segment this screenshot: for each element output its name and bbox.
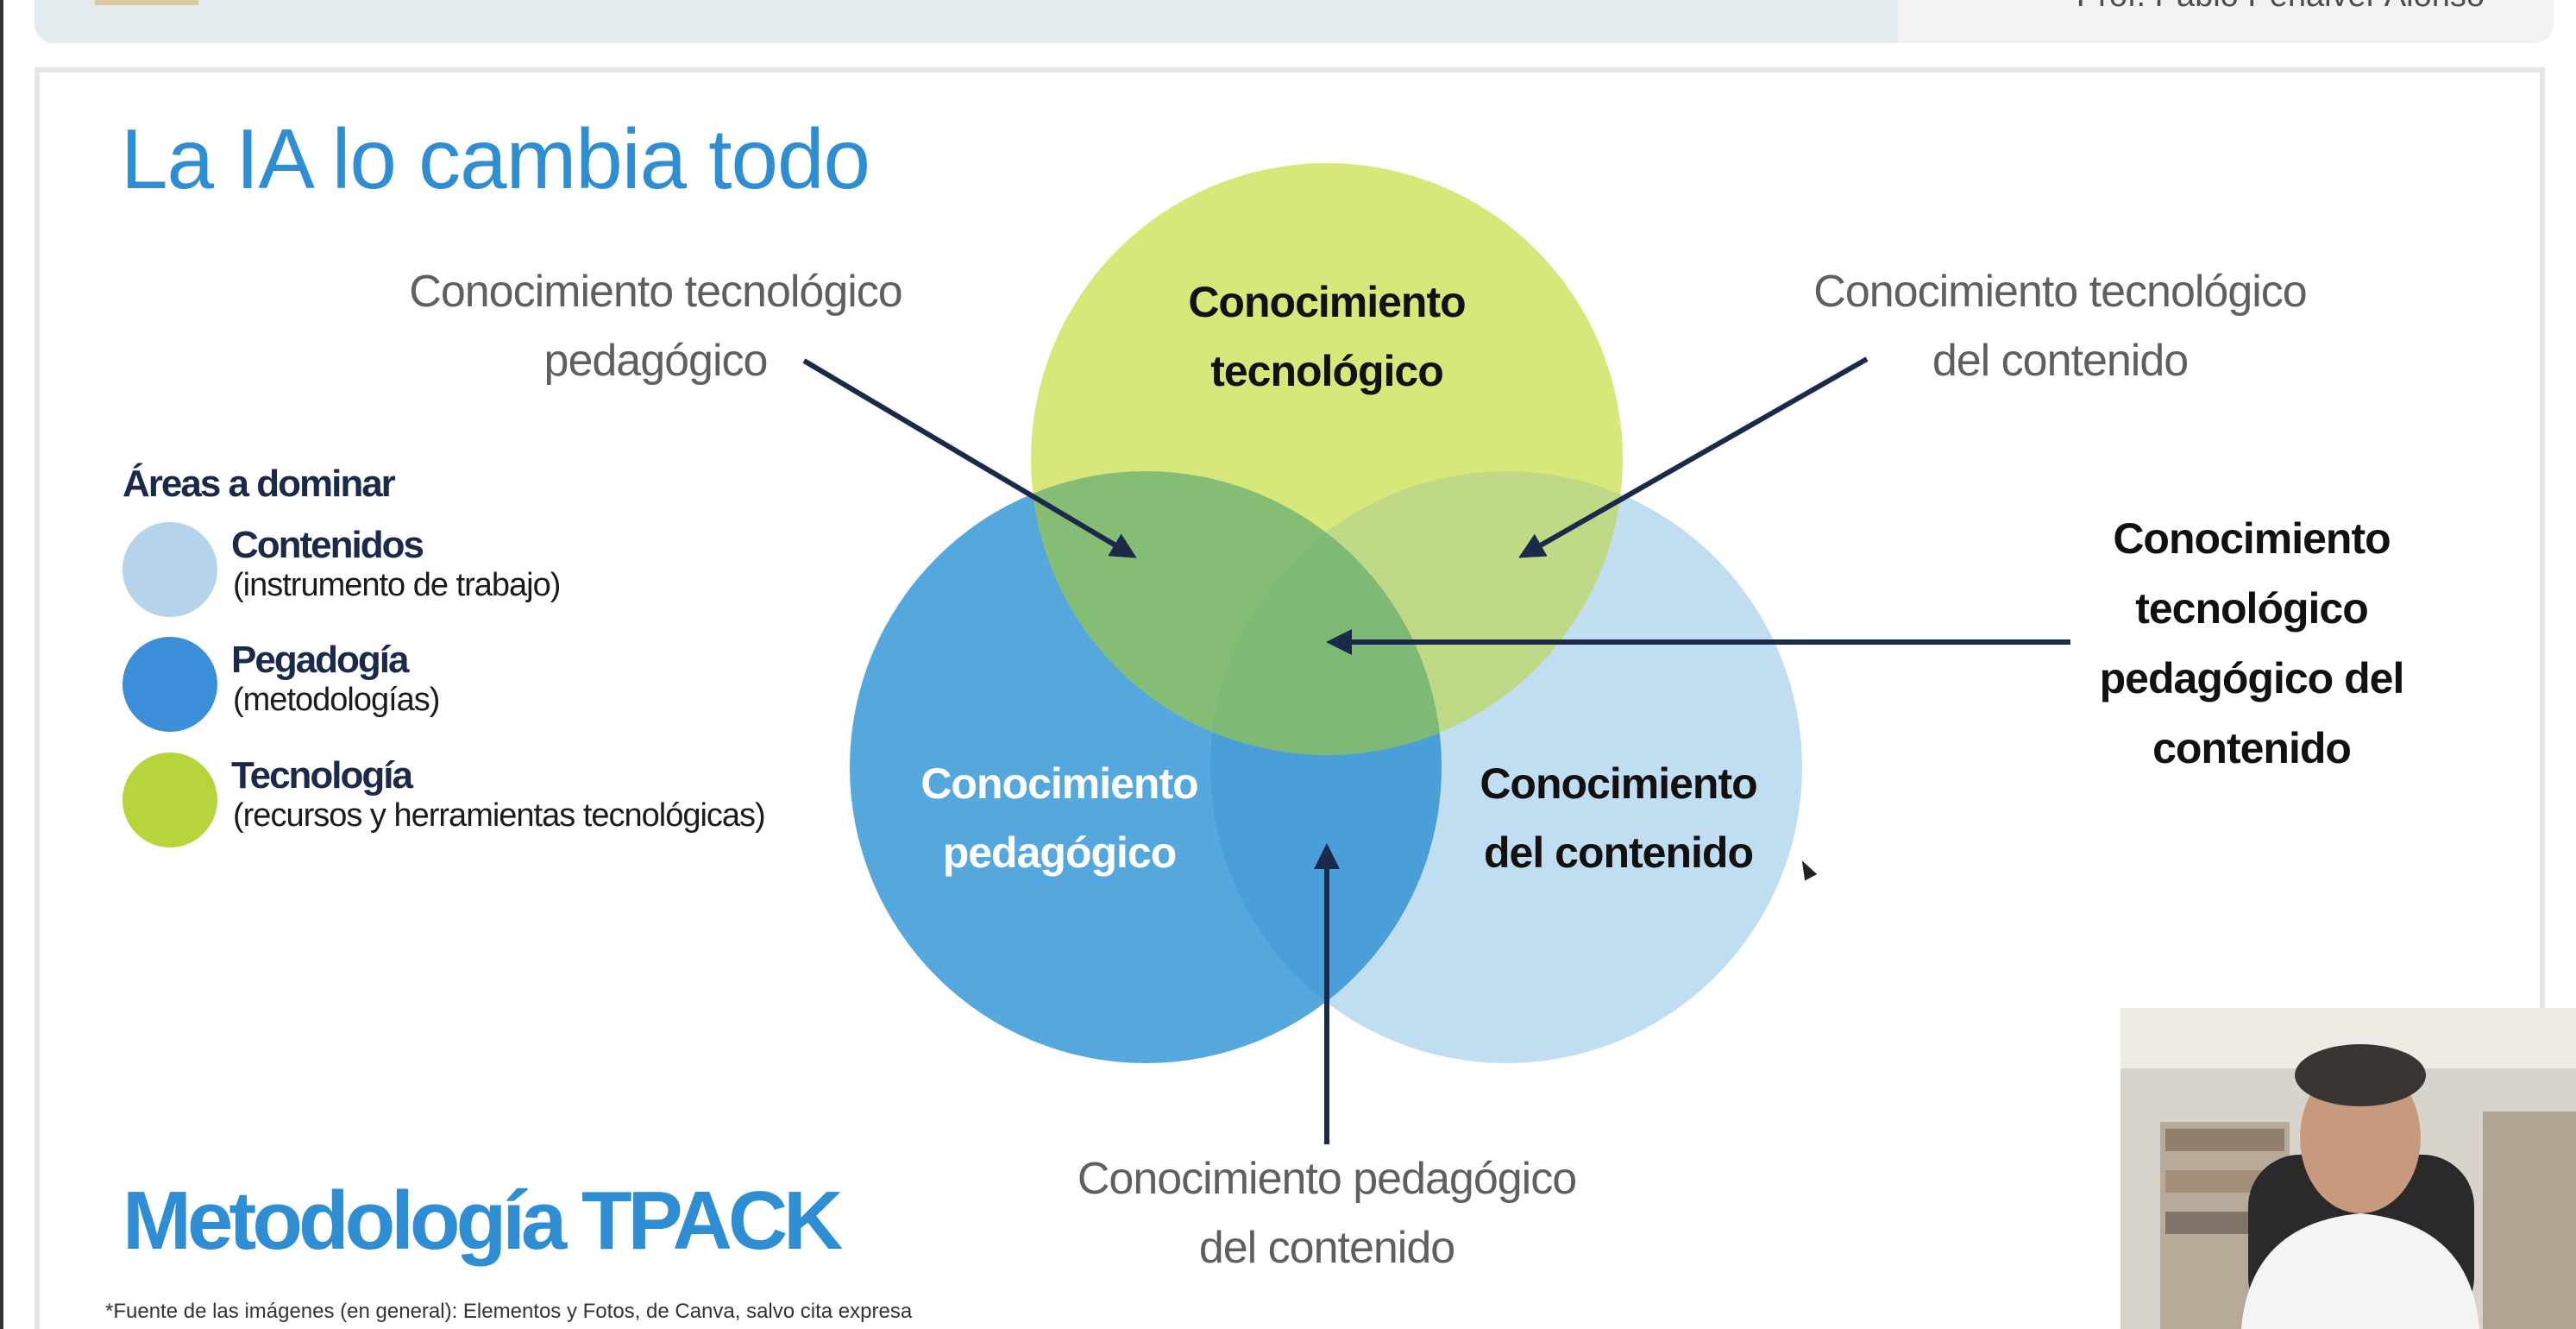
annotation-pck-line2: del contenido: [1198, 1223, 1455, 1273]
top-bar-swatch: [95, 0, 198, 5]
annotation-tpack: Conocimiento tecnológico pedagógico del …: [2070, 504, 2433, 784]
annotation-tpack-line1: Conocimiento: [2113, 514, 2391, 563]
venn-label-technological: Conocimiento tecnológico: [1154, 268, 1499, 406]
annotation-tck: Conocimiento tecnológico del contenido: [1784, 257, 2336, 395]
venn-label-content-line1: Conocimiento: [1480, 759, 1757, 808]
legend-dot-pedagogia: [123, 637, 217, 732]
legend-name-tecnologia: Tecnología: [231, 754, 413, 797]
top-bar-author-panel: Prof. Pablo Peñalver Alonso: [1898, 0, 2554, 43]
venn-label-pedagogical-line1: Conocimiento: [920, 759, 1198, 808]
legend-title: Áreas a dominar: [123, 463, 396, 505]
slide-title: La IA lo cambia todo: [121, 111, 870, 206]
annotation-tck-line1: Conocimiento tecnológico: [1813, 267, 2307, 317]
image-source-footnote: *Fuente de las imágenes (en general): El…: [105, 1300, 913, 1323]
annotation-pck: Conocimiento pedagógico del contenido: [1051, 1144, 1603, 1282]
annotation-pck-line1: Conocimiento pedagógico: [1077, 1154, 1577, 1204]
venn-label-technological-line2: tecnológico: [1210, 347, 1444, 395]
annotation-tpk-line1: Conocimiento tecnológico: [409, 267, 902, 317]
legend-dot-contenidos: [123, 522, 217, 617]
legend-item-pedagogia: Pegadogía (metodologías): [123, 637, 899, 732]
arrow-tpk: [802, 358, 1137, 558]
annotation-tpack-line3: pedagógico del: [2099, 654, 2405, 702]
venn-label-pedagogical-line2: pedagógico: [942, 828, 1178, 877]
legend-desc-contenidos: (instrumento de trabajo): [233, 567, 561, 603]
methodology-title: Metodología TPACK: [123, 1175, 843, 1267]
annotation-tpack-line2: tecnológico: [2135, 584, 2369, 633]
window-left-edge: [0, 0, 3, 1329]
legend-item-contenidos: Contenidos (instrumento de trabajo): [123, 522, 899, 617]
author-name: Prof. Pablo Peñalver Alonso: [2077, 0, 2485, 15]
webcam-person-hair: [2295, 1044, 2426, 1106]
venn-label-technological-line1: Conocimiento: [1188, 278, 1466, 326]
venn-label-content: Conocimiento del contenido: [1446, 749, 1791, 887]
annotation-tpack-line4: contenido: [2152, 724, 2352, 772]
arrow-tck: [1518, 356, 1869, 558]
legend-dot-tecnologia: [123, 753, 217, 847]
webcam-person-torso: [2241, 1213, 2479, 1329]
top-bar: Prof. Pablo Peñalver Alonso: [35, 0, 2554, 43]
annotation-tck-line2: del contenido: [1932, 336, 2189, 386]
legend-desc-pedagogia: (metodologías): [233, 682, 440, 718]
presenter-webcam: [2120, 1008, 2576, 1329]
annotation-tpk-line2: pedagógico: [543, 336, 769, 386]
venn-overlap-center: [1210, 471, 1442, 755]
annotation-tpk: Conocimiento tecnológico pedagógico: [380, 257, 932, 395]
webcam-scene: [2120, 1008, 2576, 1329]
legend-desc-tecnologia: (recursos y herramientas tecnológicas): [233, 797, 766, 834]
legend-name-pedagogia: Pegadogía: [231, 639, 409, 681]
legend-name-contenidos: Contenidos: [231, 524, 424, 566]
venn-label-content-line2: del contenido: [1484, 828, 1754, 877]
webcam-bookshelf-right: [2483, 1112, 2576, 1329]
webcam-bookshelf-row1: [2165, 1129, 2284, 1151]
venn-label-pedagogical: Conocimiento pedagógico: [887, 749, 1232, 887]
legend-item-tecnologia: Tecnología (recursos y herramientas tecn…: [123, 753, 899, 847]
